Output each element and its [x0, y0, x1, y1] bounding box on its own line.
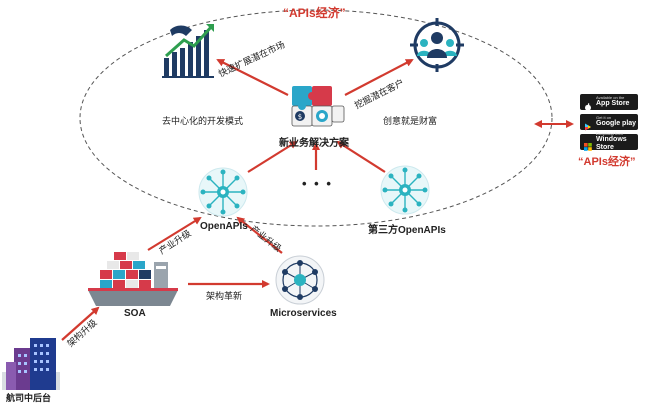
arrow-center-to-market [216, 59, 289, 96]
arrow-openapis-to-center [247, 140, 298, 173]
google-play-icon [584, 118, 592, 131]
apis-economy-ellipse [79, 9, 553, 227]
innovation-wealth-label: 创意就是财富 [383, 116, 438, 126]
soa-container-ship-icon [88, 252, 178, 306]
apis-economy-side-title: “APIs经济” [578, 156, 636, 168]
airline-backend-label: 航司中后台 [6, 393, 52, 403]
windows-store-badge[interactable]: Download from Windows Store [580, 131, 638, 151]
new-business-solution-label: 新业务解决方案 [279, 138, 349, 149]
google-play-small-text: Get it on [596, 115, 612, 120]
app-store-badge[interactable]: Available on the App Store [580, 94, 638, 111]
google-play-big-text: Google play [596, 120, 637, 127]
windows-store-big-text: Windows Store [596, 136, 627, 151]
windows-store-small-text: Download from [596, 131, 623, 136]
openapis-node-icon [198, 167, 248, 217]
target-customer-icon [410, 18, 464, 72]
apis-economy-title: “APIs经济” [283, 6, 346, 20]
third-party-openapis-node-icon [380, 165, 430, 215]
soa-label: SOA [124, 308, 146, 319]
third-party-openapis-label: 第三方OpenAPIs [368, 225, 446, 236]
arrow-center-to-customers [344, 59, 414, 96]
apple-icon [584, 98, 592, 111]
market-growth-icon [162, 24, 214, 78]
microservices-node-icon [275, 255, 325, 305]
decentralized-dev-label: 去中心化的开发模式 [162, 116, 244, 126]
arrow-soa-to-openapis [147, 216, 202, 251]
microservices-label: Microservices [270, 308, 337, 319]
backend-buildings-icon [2, 338, 60, 390]
architecture-innovation-label: 架构革新 [206, 291, 243, 301]
windows-icon [584, 138, 592, 151]
openapis-label: OpenAPIs [200, 221, 248, 232]
app-store-small-text: Available on the [596, 95, 625, 100]
svg-text:$: $ [298, 113, 302, 121]
app-store-big-text: App Store [596, 100, 630, 107]
arrow-backend-to-soa [61, 306, 100, 341]
arrow-thirdparty-to-center [336, 140, 386, 173]
puzzle-solution-icon: $ [291, 86, 345, 127]
more-ellipsis: • • • [302, 176, 333, 191]
arrow-micro-to-openapis [236, 216, 283, 254]
google-play-badge[interactable]: Get it on Google play [580, 114, 638, 131]
